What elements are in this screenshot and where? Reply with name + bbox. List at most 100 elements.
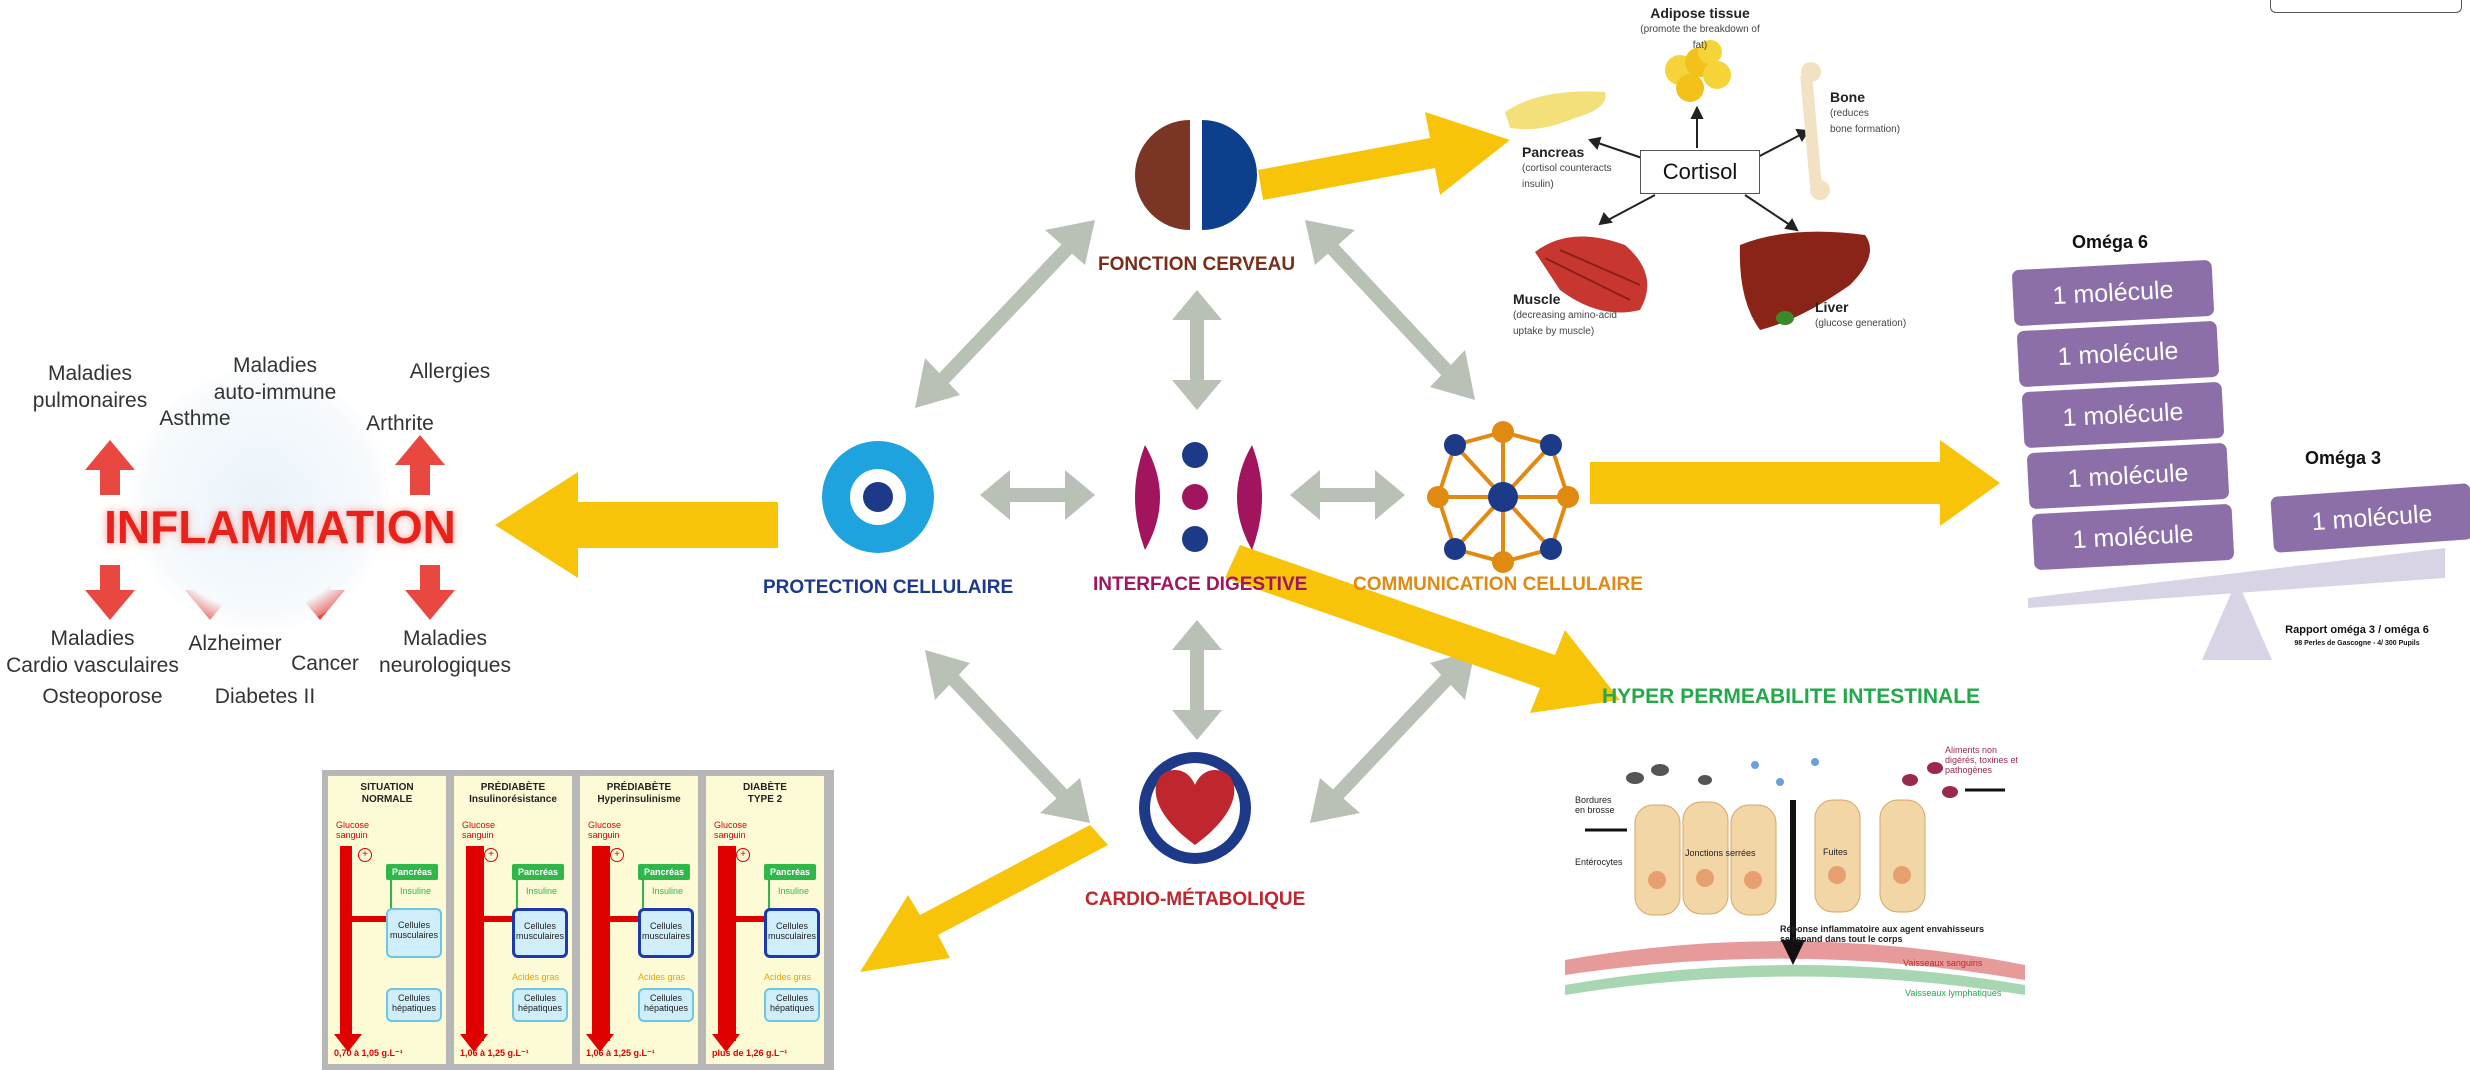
perm-label-enterocytes: Entérocytes bbox=[1575, 857, 1623, 867]
diabetes-hepatic-box: Cellules hépatiques bbox=[638, 988, 694, 1022]
inflammation-panel: Maladies pulmonaires Asthme Maladies aut… bbox=[0, 340, 520, 720]
insulin-line bbox=[642, 880, 644, 930]
diabetes-pancreas-box: Pancréas bbox=[764, 864, 816, 880]
label-asthme: Asthme bbox=[159, 407, 231, 430]
diabetes-hepatic-box: Cellules hépatiques bbox=[512, 988, 568, 1022]
omega-ratio-caption: Rapport oméga 3 / oméga 6 bbox=[2285, 624, 2429, 636]
omega6-title: Oméga 6 bbox=[2071, 232, 2149, 252]
label-cancer: Cancer bbox=[291, 652, 359, 675]
label-diabetes-ii: Diabetes II bbox=[214, 685, 316, 708]
label-arthrite: Arthrite bbox=[366, 412, 434, 435]
glucose-flow-bar bbox=[340, 846, 352, 1041]
glucose-branch bbox=[352, 916, 388, 922]
omega6-molecule-2: 1 molécule bbox=[2016, 320, 2220, 388]
label-osteoporose: Osteoporose bbox=[42, 685, 163, 708]
muscle-sub: (decreasing amino-acid uptake by muscle) bbox=[1513, 310, 1617, 337]
adipose-sub: (promote the breakdown of fat) bbox=[1640, 24, 1760, 51]
diabetes-column: PRÉDIABÈTE Insulinorésistance Glucose sa… bbox=[454, 776, 572, 1064]
diabetes-muscle-box: Cellules musculaires bbox=[638, 908, 694, 958]
liver-sub: (glucose generation) bbox=[1815, 318, 1907, 329]
network-icon bbox=[1427, 421, 1579, 573]
diabetes-glucose-label: Glucose sanguin bbox=[462, 820, 496, 840]
shield-cell-icon bbox=[822, 441, 934, 553]
glucose-flow-bar bbox=[718, 846, 736, 1041]
cortisol-bone-label: Bone (reduces bone formation) bbox=[1830, 90, 1940, 137]
diabetes-insuline-label: Insuline bbox=[778, 886, 810, 896]
diabetes-insuline-label: Insuline bbox=[400, 886, 432, 896]
perm-label-reponse: Réponse inflammatoire aux agent envahiss… bbox=[1780, 924, 1985, 944]
diabetes-pancreas-box: Pancréas bbox=[512, 864, 564, 880]
cortisol-box: Cortisol bbox=[1640, 150, 1760, 194]
cortisol-muscle-label: Muscle(decreasing amino-acid uptake by m… bbox=[1513, 292, 1638, 339]
heart-icon bbox=[1139, 752, 1251, 864]
label-communication-cellulaire: COMMUNICATION CELLULAIRE bbox=[1353, 574, 1643, 595]
diabetes-panel: SITUATION NORMALE Glucose sanguin + Panc… bbox=[322, 770, 834, 1070]
cortisol-pancreas-label: Pancreas (cortisol counteracts insulin) bbox=[1522, 145, 1642, 192]
perm-label-bordures: Bordures en brosse bbox=[1575, 795, 1615, 815]
plus-icon: + bbox=[358, 848, 372, 862]
diabetes-pancreas-box: Pancréas bbox=[638, 864, 690, 880]
liver-title: Liver bbox=[1815, 299, 1849, 315]
diabetes-insuline-label: Insuline bbox=[526, 886, 558, 896]
glucose-branch bbox=[604, 916, 640, 922]
diabetes-muscle-box: Cellules musculaires bbox=[512, 908, 568, 958]
diabetes-insuline-label: Insuline bbox=[652, 886, 684, 896]
diabetes-acides-label: Acides gras bbox=[764, 972, 812, 982]
diabetes-value-label: 0,70 à 1,05 g.L⁻¹ bbox=[334, 1048, 403, 1058]
label-maladies-neurologiques: Maladies neurologiques bbox=[379, 627, 511, 677]
inflammation-background-glow bbox=[130, 370, 390, 630]
diabetes-column: DIABÈTE TYPE 2 Glucose sanguin + Pancréa… bbox=[706, 776, 824, 1064]
label-alzheimer: Alzheimer bbox=[188, 632, 282, 655]
cortisol-adipose-label: Adipose tissue (promote the breakdown of … bbox=[1640, 6, 1760, 53]
digestive-interface-icon bbox=[1135, 442, 1262, 552]
glucose-flow-arrowhead bbox=[334, 1034, 362, 1052]
liver-icon bbox=[1739, 231, 1870, 330]
bone-sub: (reduces bone formation) bbox=[1830, 108, 1901, 135]
yellow-arrows bbox=[495, 112, 2000, 972]
diabetes-acides-label: Acides gras bbox=[512, 972, 560, 982]
label-fonction-cerveau: FONCTION CERVEAU bbox=[1098, 254, 1296, 275]
perm-label-fuites: Fuites bbox=[1823, 847, 1848, 857]
label-interface-digestive: INTERFACE DIGESTIVE bbox=[1093, 574, 1308, 595]
glucose-flow-bar bbox=[466, 846, 484, 1041]
perm-label-jonctions: Jonctions serrées bbox=[1685, 848, 1756, 858]
diabetes-acides-label: Acides gras bbox=[638, 972, 686, 982]
label-protection-cellulaire: PROTECTION CELLULAIRE bbox=[763, 577, 1014, 598]
glucose-flow-arrowhead bbox=[586, 1034, 614, 1052]
diabetes-glucose-label: Glucose sanguin bbox=[588, 820, 622, 840]
pancreas-icon bbox=[1505, 91, 1606, 130]
diabetes-column: SITUATION NORMALE Glucose sanguin + Panc… bbox=[328, 776, 446, 1064]
diabetes-hepatic-box: Cellules hépatiques bbox=[386, 988, 442, 1022]
insulin-line bbox=[516, 880, 518, 930]
permeability-title: HYPER PERMEABILITE INTESTINALE bbox=[1602, 685, 1981, 708]
label-cardio-metabolique: CARDIO-MÉTABOLIQUE bbox=[1085, 889, 1306, 910]
insulin-line bbox=[390, 880, 392, 930]
adipose-title: Adipose tissue bbox=[1650, 5, 1750, 21]
corner-frame bbox=[2270, 0, 2462, 13]
diabetes-column: PRÉDIABÈTE Hyperinsulinisme Glucose sang… bbox=[580, 776, 698, 1064]
glucose-flow-arrowhead bbox=[460, 1034, 488, 1052]
label-allergies: Allergies bbox=[409, 360, 491, 383]
bone-icon bbox=[1800, 62, 1830, 200]
plus-icon: + bbox=[736, 848, 750, 862]
bone-title: Bone bbox=[1830, 89, 1865, 105]
glucose-flow-arrowhead bbox=[712, 1034, 740, 1052]
pancreas-title: Pancreas bbox=[1522, 144, 1585, 160]
plus-icon: + bbox=[610, 848, 624, 862]
diabetes-muscle-box: Cellules musculaires bbox=[386, 908, 442, 958]
diabetes-value-label: 1,06 à 1,25 g.L⁻¹ bbox=[460, 1048, 529, 1058]
omega6-molecule-3: 1 molécule bbox=[2021, 381, 2225, 449]
omega3-title: Oméga 3 bbox=[2304, 448, 2382, 468]
omega6-molecule-1: 1 molécule bbox=[2011, 259, 2215, 327]
label-maladies-pulmonaires: Maladies pulmonaires bbox=[32, 362, 148, 412]
glucose-flow-bar bbox=[592, 846, 610, 1041]
perm-label-vaisseaux-lymphatiques: Vaisseaux lymphatiques bbox=[1905, 988, 2002, 998]
perm-label-vaisseaux-sanguins: Vaisseaux sanguins bbox=[1903, 958, 1983, 968]
diabetes-value-label: plus de 1,26 g.L⁻¹ bbox=[712, 1048, 788, 1058]
cortisol-liver-label: Liver (glucose generation) bbox=[1815, 300, 1925, 331]
intestinal-wall-drawing bbox=[1565, 758, 2025, 995]
pancreas-sub: (cortisol counteracts insulin) bbox=[1522, 163, 1612, 190]
diabetes-column-title: PRÉDIABÈTE Hyperinsulinisme bbox=[597, 782, 681, 805]
diabetes-column-title: DIABÈTE TYPE 2 bbox=[743, 782, 787, 805]
omega-ratio-subcaption: 98 Perles de Gascogne - 4/ 300 Pupils bbox=[2294, 640, 2420, 647]
